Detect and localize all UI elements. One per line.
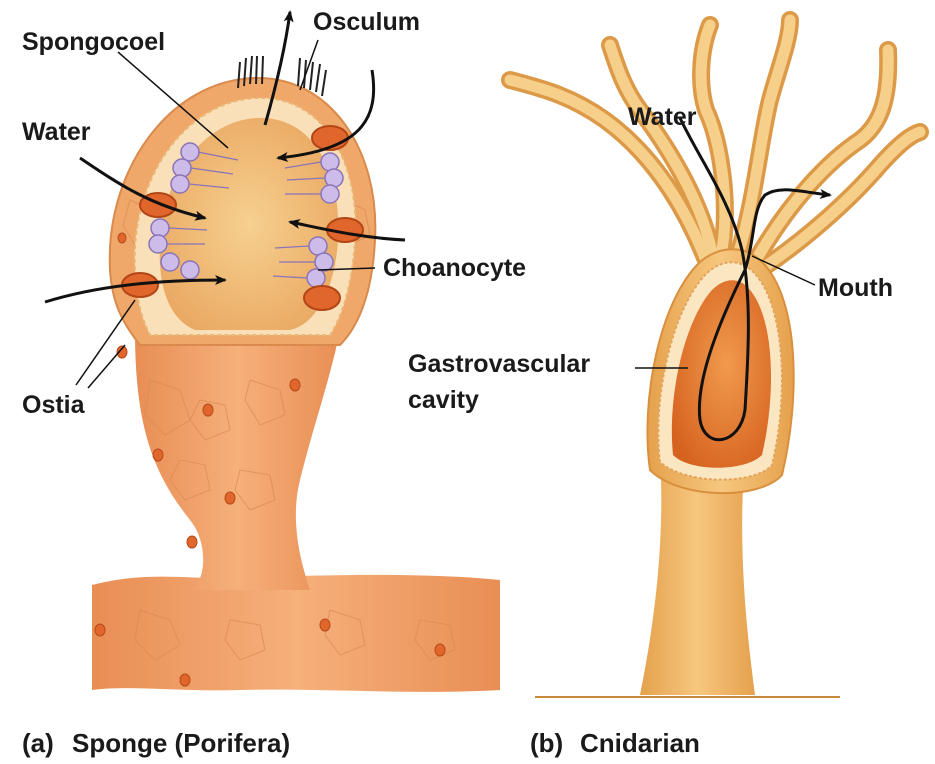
caption-b-letter: (b) — [530, 728, 563, 758]
label-water-sponge: Water — [22, 118, 91, 146]
label-gastrovascular: Gastrovascular — [408, 350, 590, 378]
caption-b-text: Cnidarian — [580, 728, 700, 758]
label-mouth: Mouth — [818, 274, 893, 302]
label-water-cnidarian: Water — [628, 103, 697, 131]
caption-a-text: Sponge (Porifera) — [72, 728, 290, 758]
label-spongocoel: Spongocoel — [22, 28, 165, 56]
label-choanocyte: Choanocyte — [383, 254, 526, 282]
label-ostia: Ostia — [22, 391, 86, 419]
caption-a-letter: (a) — [22, 728, 54, 758]
label-cavity: cavity — [408, 386, 479, 414]
label-osculum: Osculum — [313, 8, 420, 36]
